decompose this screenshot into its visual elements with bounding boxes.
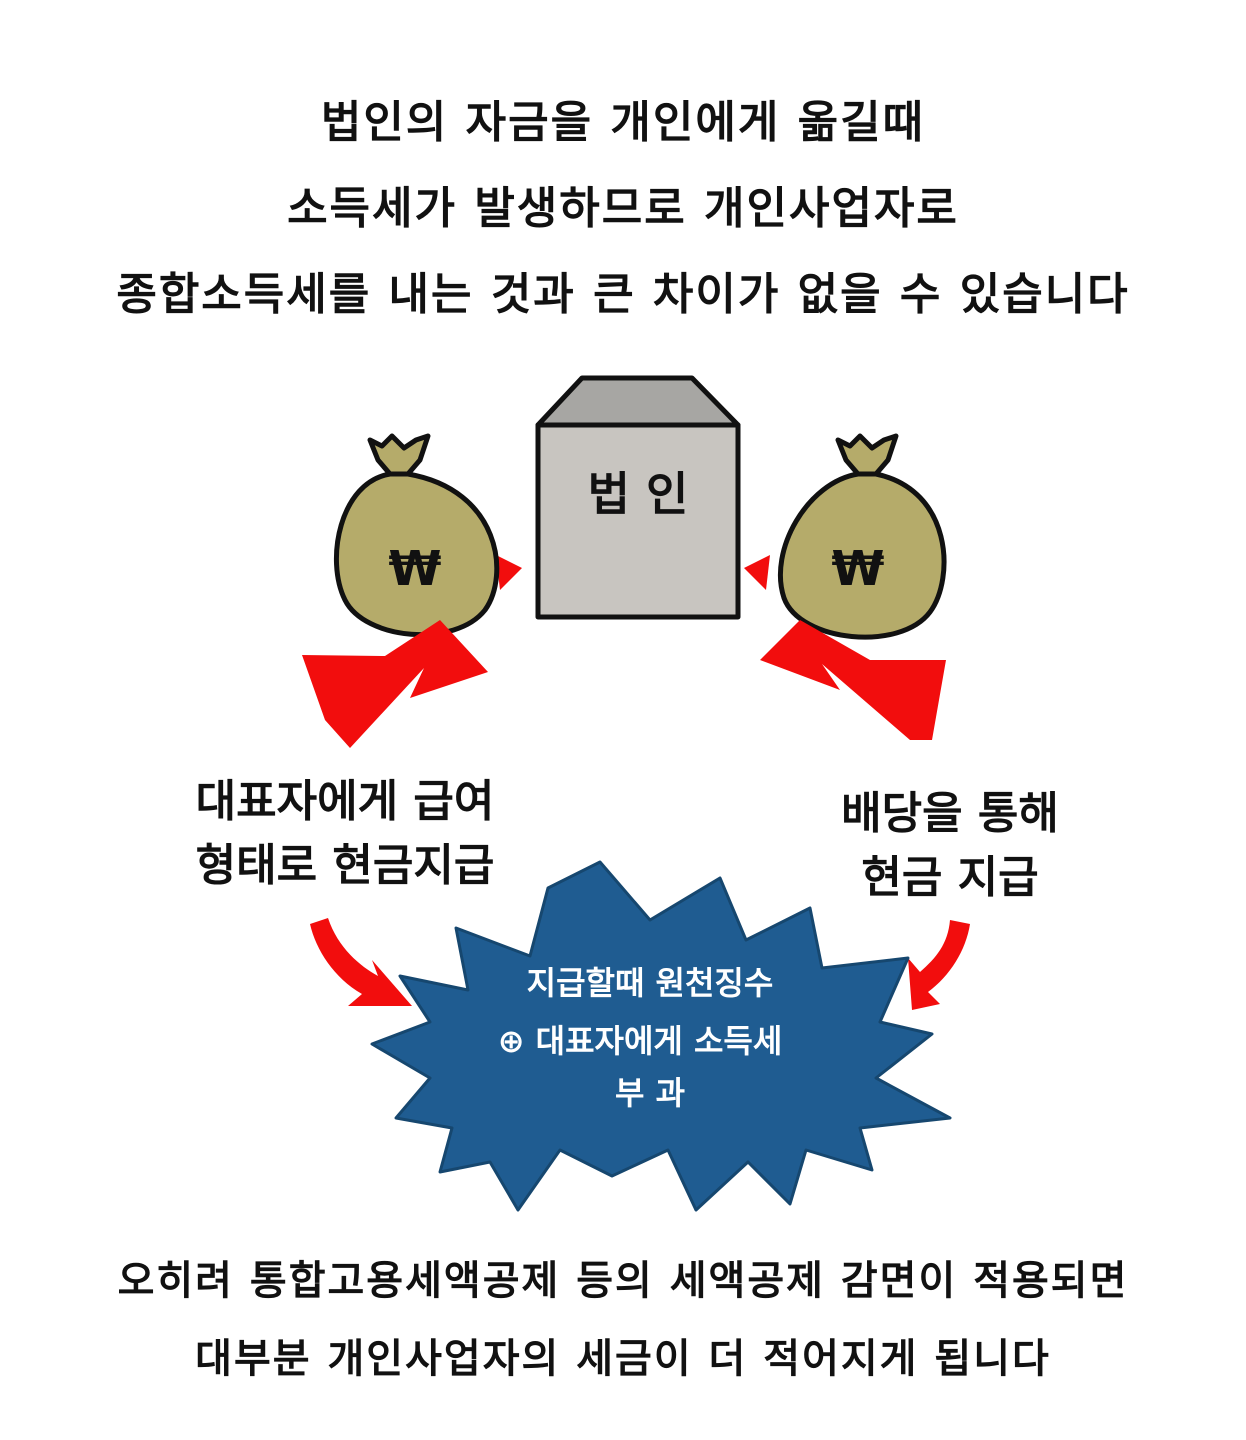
arrow-left-curve — [310, 918, 412, 1006]
corporation-label: 법 인 — [588, 467, 689, 521]
bag-left-beak — [496, 555, 522, 590]
burst-shape — [370, 860, 952, 1212]
header-line-3: 종합소득세를 내는 것과 큰 차이가 없을 수 있습니다 — [116, 269, 1130, 320]
burst-line-3: 부 과 — [615, 1074, 685, 1112]
footer-line-1: 오히려 통합고용세액공제 등의 세액공제 감면이 적용되면 — [117, 1258, 1129, 1304]
burst-line-1: 지급할때 원천징수 — [527, 964, 774, 1002]
bag-right-neck — [835, 433, 899, 477]
arrow-right-curve — [908, 920, 970, 1010]
right-path-label: 배당을 통해 현금 지급 — [800, 782, 1100, 910]
arrow-right-down — [760, 620, 946, 740]
money-bag-left: ₩ — [333, 433, 522, 638]
bag-right-beak — [744, 555, 770, 590]
building-front — [535, 422, 741, 620]
bag-left-neck — [367, 433, 431, 477]
building-roof — [535, 375, 741, 428]
arrow-left-down — [302, 620, 488, 748]
right-path-line-2: 현금 지급 — [861, 852, 1039, 903]
header-line-1: 법인의 자금을 개인에게 옮길때 — [320, 97, 926, 148]
money-bag-right: ₩ — [744, 433, 947, 640]
corporation-building: 법 인 — [535, 375, 741, 620]
left-path-label: 대표자에게 급여 형태로 현금지급 — [170, 770, 520, 898]
left-path-line-2: 형태로 현금지급 — [195, 840, 495, 891]
right-path-line-1: 배당을 통해 — [841, 788, 1059, 839]
won-icon: ₩ — [389, 541, 442, 597]
won-icon: ₩ — [832, 541, 885, 597]
header-line-2: 소득세가 발생하므로 개인사업자로 — [287, 183, 959, 234]
bag-right-body — [777, 471, 947, 640]
footer-line-2: 대부분 개인사업자의 세금이 더 적어지게 됩니다 — [195, 1336, 1051, 1382]
burst-line-2: ⊕ 대표자에게 소득세 — [498, 1022, 783, 1060]
left-path-line-1: 대표자에게 급여 — [195, 776, 495, 827]
